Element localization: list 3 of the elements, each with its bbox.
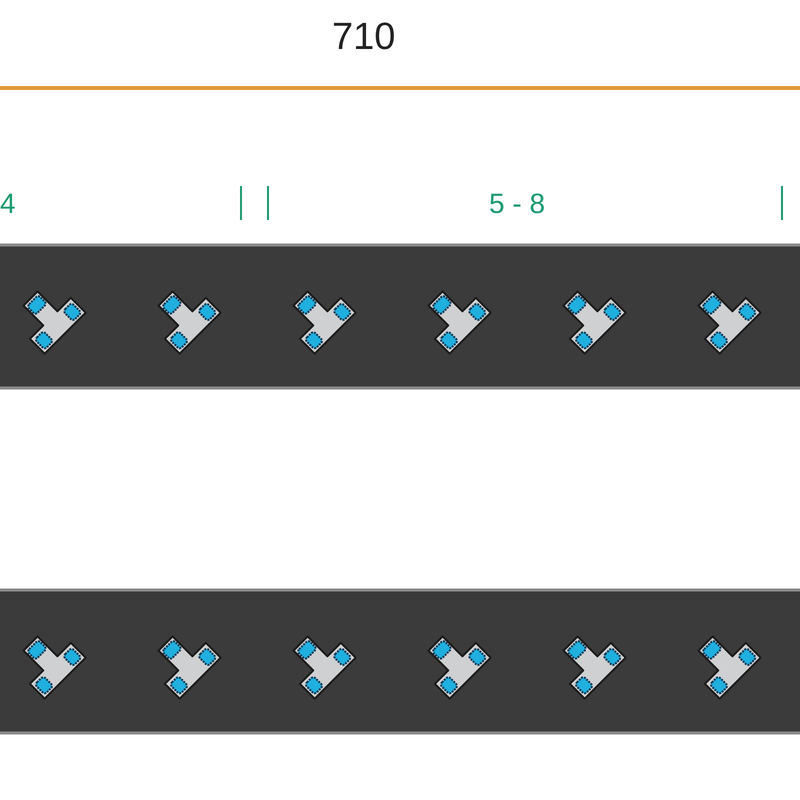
outlet-range-label: 5 - 8 <box>489 190 546 218</box>
outlet-range-label: 4 <box>0 190 16 218</box>
dimension-value: 710 <box>332 18 396 56</box>
